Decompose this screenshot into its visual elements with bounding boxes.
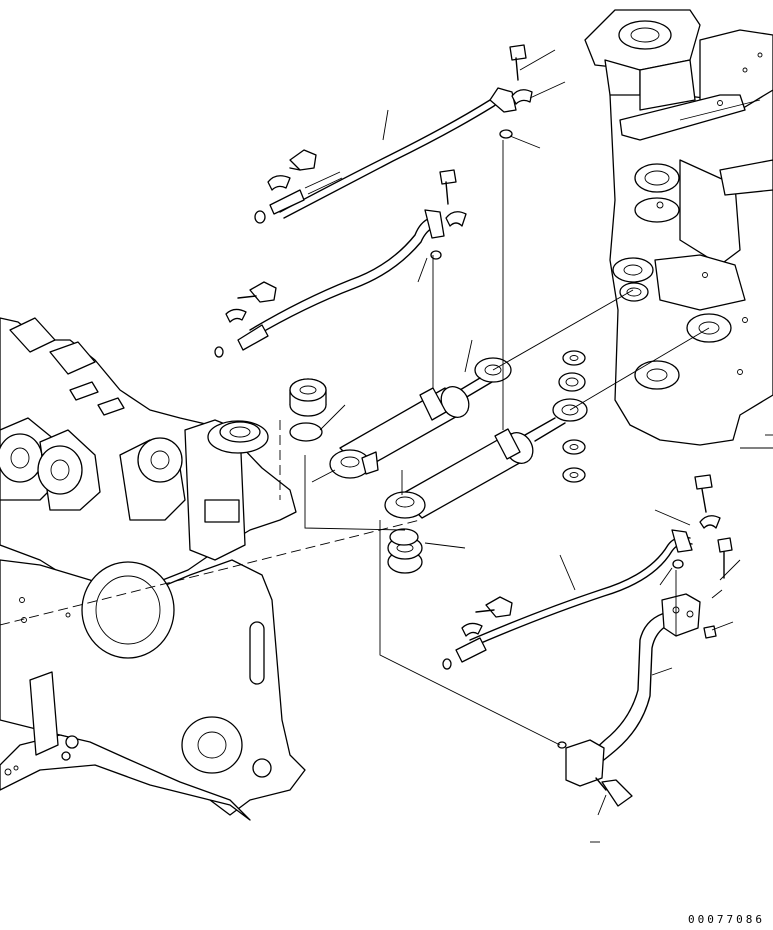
drawing-number: 00077086	[688, 913, 765, 926]
assembly-lines	[304, 49, 773, 843]
hydraulic-hose-1	[254, 44, 533, 224]
hydraulic-hose-2	[214, 169, 467, 358]
front-frame	[584, 9, 773, 446]
steering-cylinder-lower	[384, 398, 588, 519]
steel-tube-assembly	[557, 537, 733, 807]
spacers-and-shims	[289, 350, 586, 574]
hydraulic-hose-3	[442, 474, 721, 670]
rear-frame	[0, 317, 421, 821]
